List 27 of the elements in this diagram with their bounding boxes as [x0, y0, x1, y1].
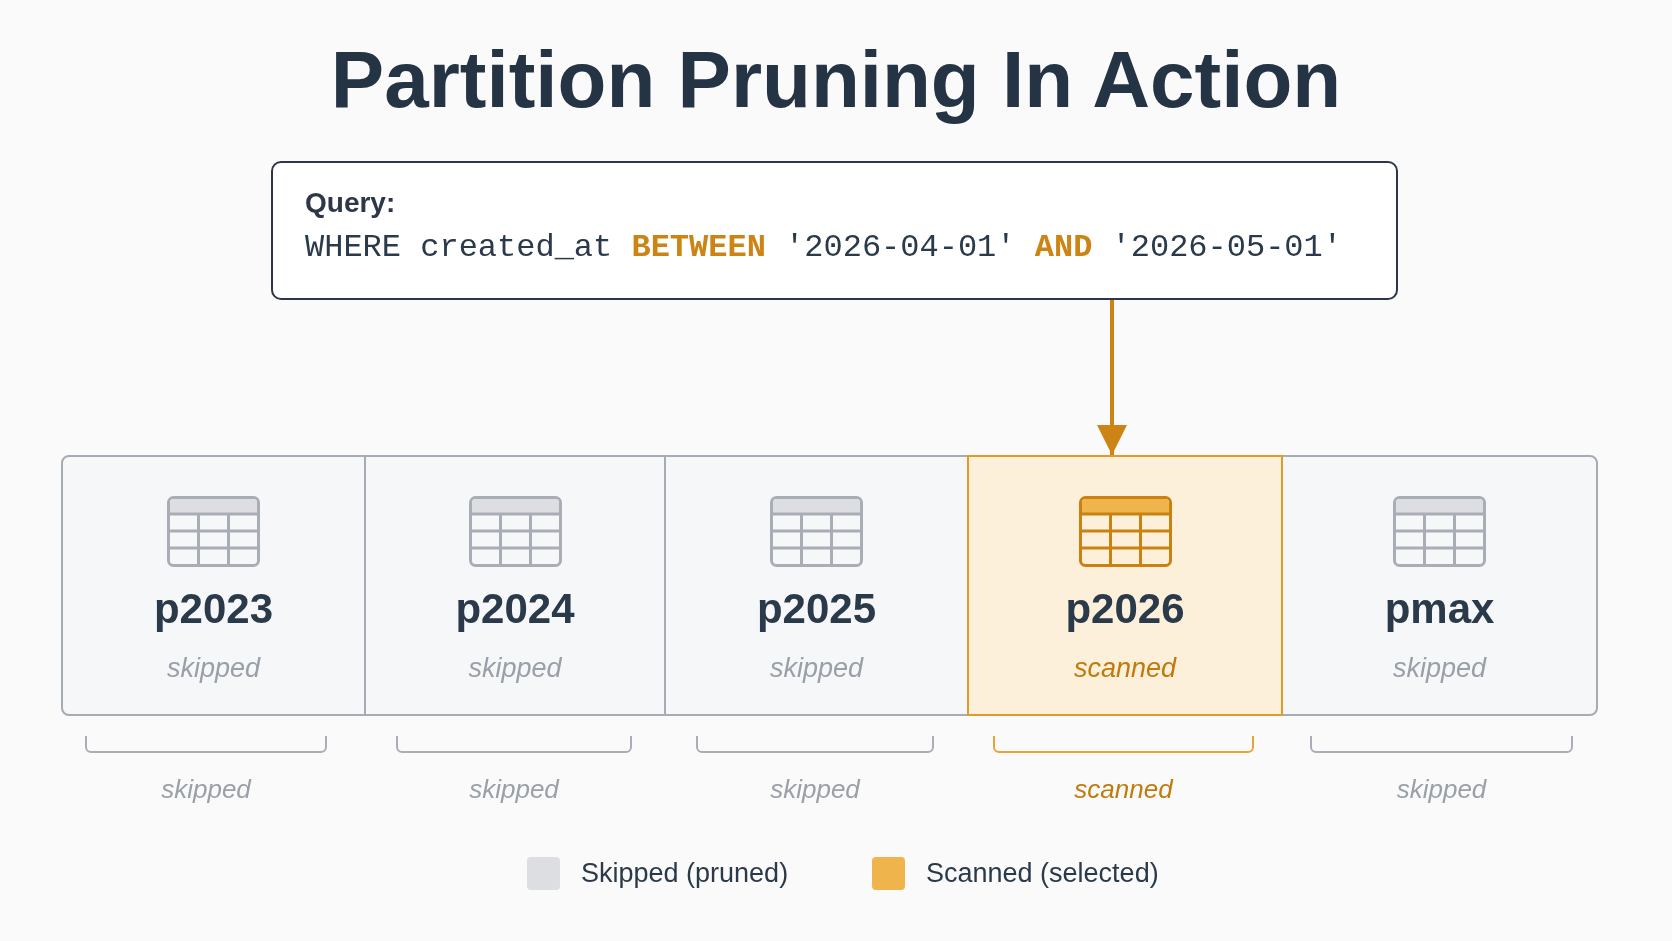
status-text: skipped — [468, 652, 562, 685]
partition-name: p2025 — [756, 584, 877, 634]
partition-cell — [1281, 455, 1598, 716]
arrow — [1097, 300, 1127, 455]
sql-code: WHERE created_at BETWEEN '2026-04-01' AND '2026-05-01' — [305, 228, 1342, 268]
partition-name: p2026 — [1065, 584, 1185, 634]
bracket-label: skipped — [161, 773, 251, 805]
partition-name: p2024 — [455, 584, 575, 634]
status-text: skipped — [166, 652, 261, 685]
partition-cell — [967, 455, 1283, 716]
status-text: skipped — [1392, 652, 1487, 685]
legend-label: Scanned (selected) — [926, 857, 1159, 890]
bracket-label: skipped — [469, 773, 559, 805]
bracket-label: skipped — [770, 773, 860, 805]
status-text: scanned — [1073, 652, 1177, 685]
partition-cell — [664, 455, 969, 716]
partition-cell — [61, 455, 366, 716]
title: Partition Pruning In Action — [330, 34, 1342, 126]
partition-cell — [364, 455, 666, 716]
bracket-label: skipped — [1396, 773, 1487, 805]
status-text: skipped — [769, 652, 864, 685]
query-label: Query: — [305, 186, 396, 220]
partition-name: pmax — [1384, 584, 1495, 634]
bracket-label: scanned — [1074, 773, 1173, 805]
legend-label: Skipped (pruned) — [581, 857, 789, 890]
partition-name: p2023 — [153, 584, 274, 634]
query-box — [271, 161, 1398, 300]
